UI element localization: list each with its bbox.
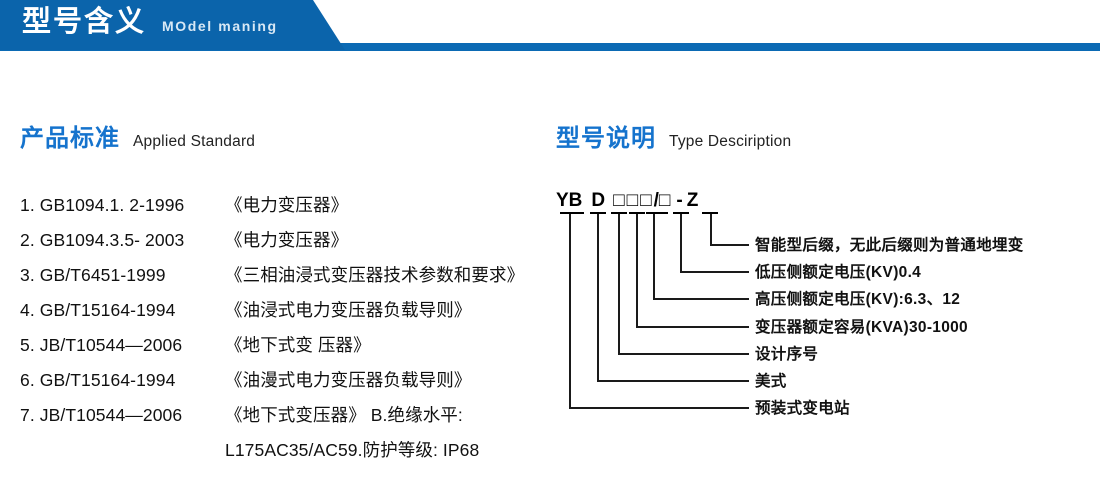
code-segment-underline [629, 212, 645, 214]
header-title-cn: 型号含义 [22, 5, 147, 38]
standard-row: 3. GB/T6451-1999 《三相油浸式变压器技术参数和要求》 [20, 262, 550, 297]
leader-line [597, 214, 749, 382]
code-segment-underline [590, 212, 606, 214]
code-segment-z: Z [686, 190, 699, 211]
standard-title: 《电力变压器》 [225, 195, 349, 215]
header-shape [0, 0, 345, 50]
standard-row: L175AC35/AC59.防护等级: IP68 [20, 437, 550, 472]
standard-row: 2. GB1094.3.5- 2003 《电力变压器》 [20, 227, 550, 262]
type-code-label: 低压侧额定电压(KV)0.4 [755, 264, 922, 281]
code-slash: / [653, 190, 659, 211]
leader-line [569, 214, 749, 409]
code-box-placeholder: □ [640, 190, 652, 211]
leader-line [618, 214, 749, 355]
standard-title: 《地下式变压器》 B.绝缘水平: [225, 405, 463, 425]
section-heading-type-cn: 型号说明 [556, 125, 656, 152]
code-box-placeholder: □ [626, 190, 639, 211]
standard-title: 《电力变压器》 [225, 230, 349, 250]
standard-title: 《油浸式电力变压器负载导则》 [225, 300, 472, 320]
page-header-banner: 型号含义 MOdel maning [0, 0, 1100, 52]
code-segment-underline [611, 212, 627, 214]
type-code-label: 设计序号 [755, 346, 819, 363]
type-code-label: 变压器额定容易(KVA)30-1000 [755, 319, 968, 336]
standard-row: 6. GB/T15164-1994 《油漫式电力变压器负载导则》 [20, 367, 550, 402]
type-code-label: 智能型后缀，无此后缀则为普通地埋变 [755, 237, 1024, 254]
code-segment-underline [560, 212, 584, 214]
type-code-label: 预装式变电站 [755, 400, 850, 417]
code-segment-d: D [591, 190, 606, 211]
standard-code: 1. GB1094.1. 2-1996 [20, 195, 185, 215]
standard-title: 《油漫式电力变压器负载导则》 [225, 370, 472, 390]
section-heading-standard-cn: 产品标准 [20, 125, 120, 152]
leader-line [653, 214, 749, 300]
standard-row: 5. JB/T10544—2006 《地下式变 压器》 [20, 332, 550, 367]
type-code-label: 美式 [755, 373, 787, 390]
section-heading-applied-standard: 产品标准 Applied Standard [20, 118, 255, 153]
standard-code: 7. JB/T10544—2006 [20, 405, 183, 425]
code-segment-underline [646, 212, 668, 214]
leader-line [636, 214, 749, 328]
standards-list: 1. GB1094.1. 2-1996《电力变压器》2. GB1094.3.5-… [20, 192, 550, 472]
standard-title: L175AC35/AC59.防护等级: IP68 [225, 440, 480, 460]
standard-code: 6. GB/T15164-1994 [20, 370, 176, 390]
leader-line [710, 214, 749, 246]
leader-line [680, 214, 749, 273]
standard-title: 《地下式变 压器》 [225, 335, 371, 355]
code-segment-underline [673, 212, 689, 214]
standard-code: 3. GB/T6451-1999 [20, 265, 166, 285]
section-heading-type-description: 型号说明 Type Desciription [556, 118, 791, 153]
code-segment-underline [702, 212, 718, 214]
section-heading-type-en: Type Desciription [669, 133, 792, 150]
standard-row: 7. JB/T10544—2006 《地下式变压器》 B.绝缘水平: [20, 402, 550, 437]
standard-code: 5. JB/T10544—2006 [20, 335, 183, 355]
standard-row: 1. GB1094.1. 2-1996 《电力变压器》 [20, 192, 550, 227]
standard-title: 《三相油浸式变压器技术参数和要求》 [225, 265, 525, 285]
code-box-placeholder: □ [613, 190, 625, 211]
type-code-label: 高压侧额定电压(KV):6.3、12 [755, 291, 961, 308]
standard-code: 4. GB/T15164-1994 [20, 300, 176, 320]
section-heading-standard-en: Applied Standard [133, 133, 256, 150]
standard-row: 4. GB/T15164-1994 《油浸式电力变压器负载导则》 [20, 297, 550, 332]
code-segment-yb: YB [556, 190, 583, 211]
standard-code: 2. GB1094.3.5- 2003 [20, 230, 185, 250]
code-box-placeholder: □ [658, 190, 671, 211]
header-title-en: MOdel maning [162, 18, 278, 34]
header-rule [0, 43, 1100, 51]
header-titles: 型号含义 MOdel maning [0, 0, 345, 44]
code-dash: - [676, 190, 683, 211]
